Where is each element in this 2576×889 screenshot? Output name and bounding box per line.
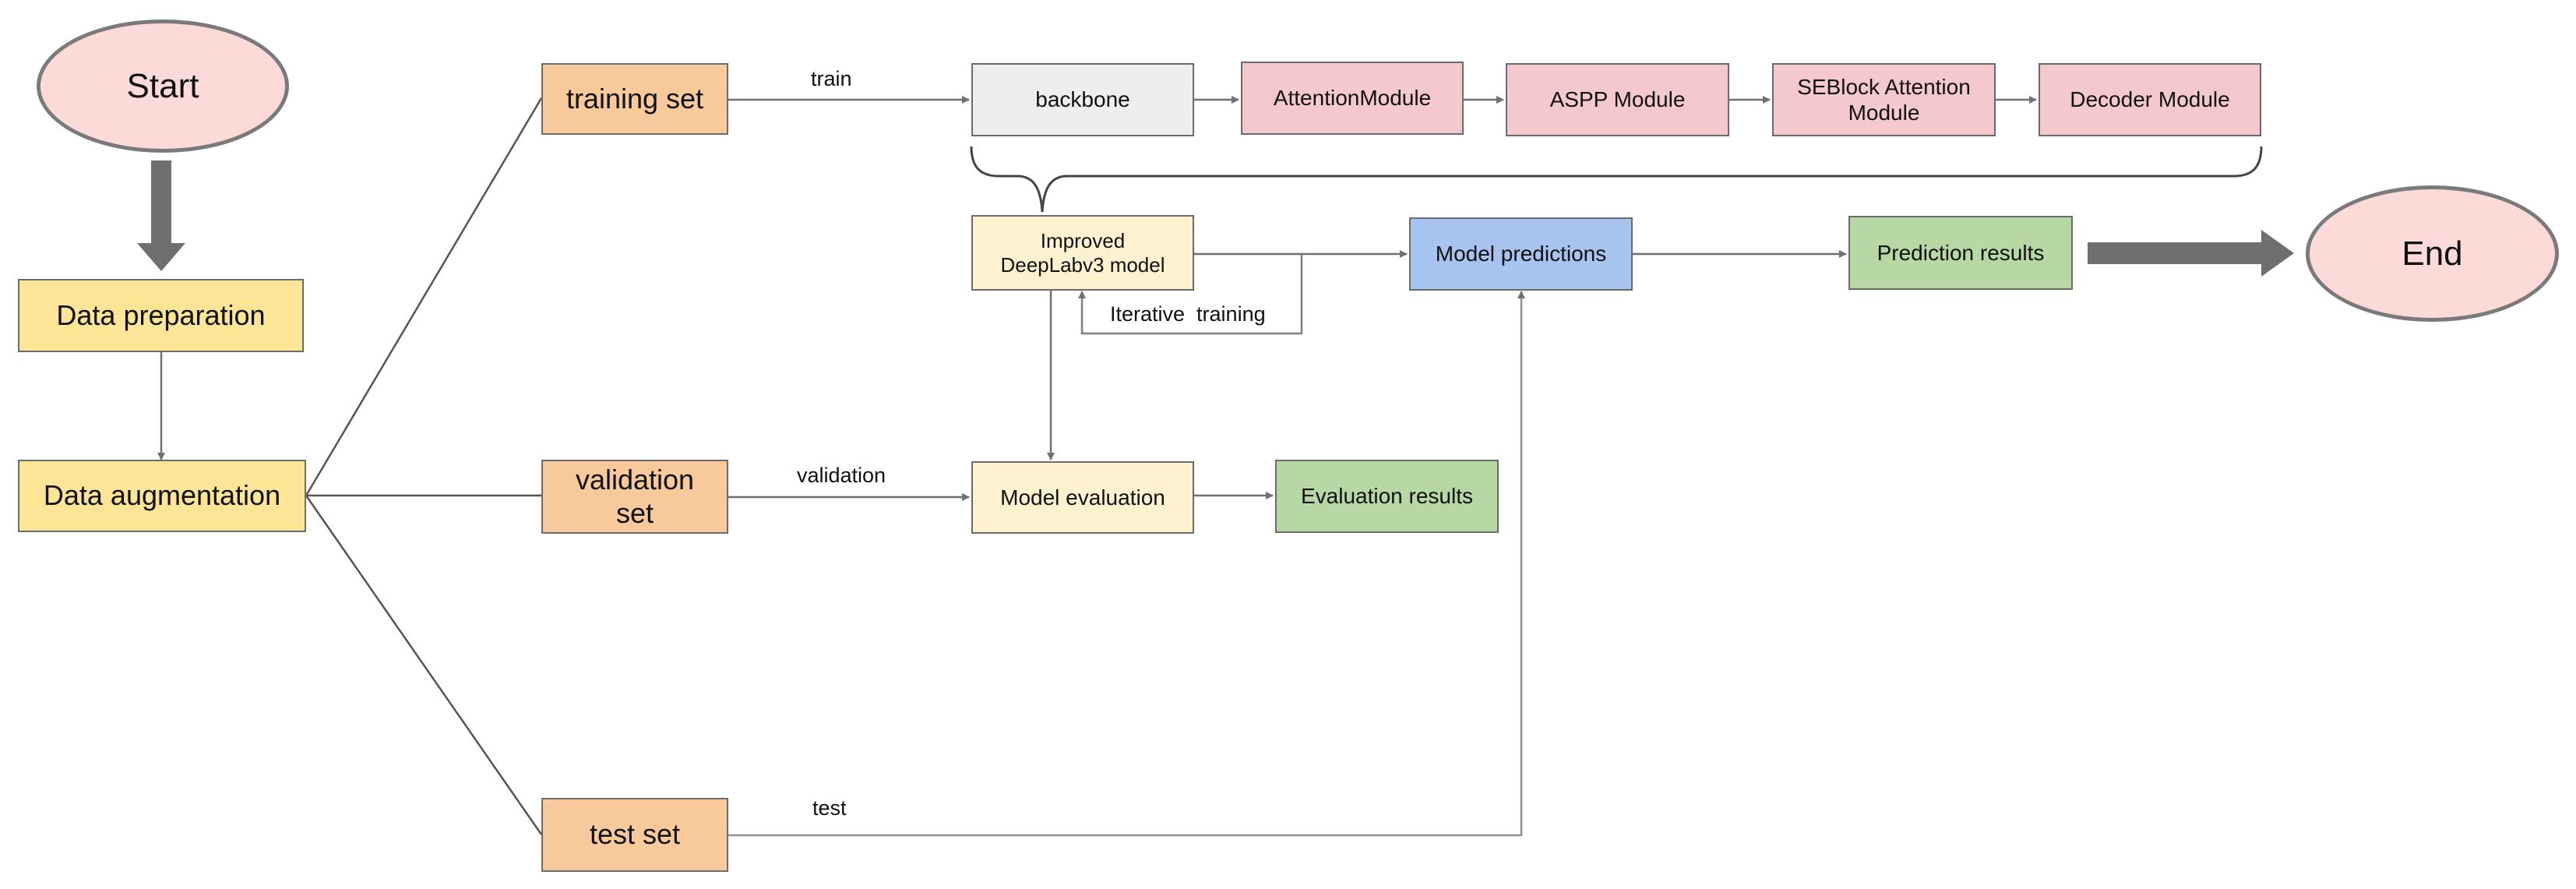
iterative-training-label: Iterative training [1110, 302, 1266, 326]
start-label: Start [126, 66, 199, 105]
data-preparation-label: Data preparation [56, 298, 266, 331]
start-node: Start [37, 19, 289, 153]
end-label: End [2402, 234, 2463, 273]
test-set-node: test set [541, 798, 728, 872]
improved-model-label: Improved DeepLabv3 model [1000, 228, 1165, 277]
module-group-brace [970, 146, 2263, 213]
evaluation-results-node: Evaluation results [1275, 460, 1499, 533]
aspp-module-label: ASPP Module [1549, 87, 1686, 112]
augmentation-to-test-connector [305, 495, 543, 835]
attention-module-node: AttentionModule [1241, 62, 1464, 135]
test-set-label: test set [589, 818, 681, 851]
iterative-training-loop [1078, 254, 1303, 335]
aspp-module-node: ASPP Module [1506, 63, 1729, 136]
improved-model-node: Improved DeepLabv3 model [971, 215, 1194, 291]
decoder-module-label: Decoder Module [2070, 87, 2230, 112]
seblock-module-node: SEBlock Attention Module [1772, 63, 1996, 136]
model-predictions-node: Model predictions [1409, 217, 1633, 291]
prediction-results-label: Prediction results [1876, 240, 2045, 265]
backbone-label: backbone [1035, 87, 1130, 112]
decoder-module-node: Decoder Module [2039, 63, 2261, 136]
data-augmentation-node: Data augmentation [18, 460, 306, 532]
attention-module-label: AttentionModule [1273, 86, 1432, 111]
start-to-preparation-arrow [137, 161, 185, 271]
data-preparation-node: Data preparation [18, 279, 304, 352]
backbone-node: backbone [971, 63, 1194, 136]
training-set-label: training set [566, 82, 704, 115]
training-set-node: training set [541, 63, 728, 135]
validation-set-node: validation set [541, 460, 728, 534]
model-predictions-label: Model predictions [1435, 242, 1607, 266]
prediction-results-node: Prediction results [1848, 216, 2073, 290]
model-evaluation-node: Model evaluation [971, 461, 1194, 534]
validation-set-label: validation set [575, 464, 695, 529]
model-evaluation-label: Model evaluation [1000, 485, 1165, 510]
augmentation-to-training-connector [305, 97, 543, 496]
train-edge-label: train [811, 67, 852, 90]
results-to-end-arrow [2088, 230, 2294, 277]
data-augmentation-label: Data augmentation [43, 479, 281, 512]
validation-edge-label: validation [797, 464, 886, 487]
test-connector [728, 291, 1525, 837]
end-node: End [2306, 185, 2559, 322]
test-edge-label: test [812, 796, 847, 820]
seblock-module-label: SEBlock Attention Module [1797, 74, 1971, 125]
evaluation-results-label: Evaluation results [1300, 484, 1473, 509]
